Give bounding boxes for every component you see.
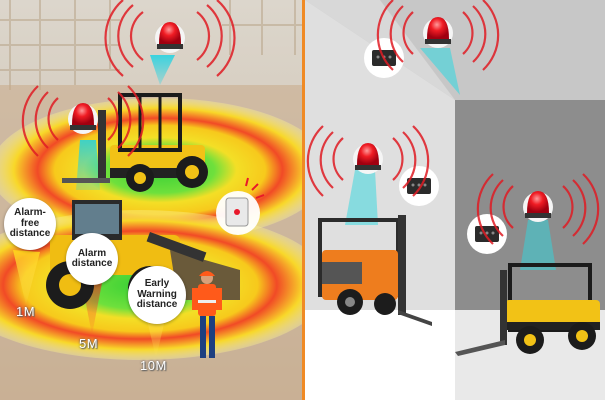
- forklift-orange: [318, 215, 432, 326]
- beacon-signal-left-forklift: [21, 85, 145, 157]
- beacon-signal-left-top: [104, 0, 236, 77]
- worker: [192, 271, 222, 358]
- alarm-device: [216, 177, 265, 235]
- beam-orange-forklift: [345, 170, 378, 225]
- distance-10m: 10M: [140, 358, 167, 373]
- alarm-distance-label: Alarm distance: [66, 233, 118, 285]
- ray-1m: [13, 250, 40, 305]
- panel-divider: [302, 0, 305, 400]
- early-warning-distance-label: Early Warning distance: [128, 266, 186, 324]
- distance-1m: 1M: [16, 304, 36, 319]
- beam-top-left: [150, 55, 175, 85]
- radar-device-2: [399, 166, 439, 206]
- forklift-yellow-upper: [62, 93, 208, 192]
- radar-device-3: [467, 214, 507, 254]
- beacon-signal-right-top: [376, 0, 500, 71]
- construction-site-panel: [0, 0, 330, 400]
- beacon-red-3: [423, 17, 453, 48]
- alarm-distance-text: Alarm distance: [71, 247, 113, 269]
- beacon-red-1: [155, 22, 185, 53]
- beam-right-forklift: [520, 220, 556, 270]
- alarm-free-distance-text: Alarm- free distance: [9, 207, 51, 240]
- beacon-signal-right-mid: [306, 125, 430, 197]
- scaffolding: [0, 0, 303, 90]
- warehouse-panel: [305, 0, 605, 400]
- alarm-free-distance-label: Alarm- free distance: [4, 198, 56, 250]
- beam-forklift-left: [76, 140, 100, 190]
- early-warning-distance-text: Early Warning distance: [136, 278, 178, 311]
- distance-5m: 5M: [79, 336, 99, 351]
- beacon-red-4: [353, 143, 383, 174]
- beacon-signal-right-low: [476, 173, 600, 245]
- beacon-red-5: [523, 191, 553, 222]
- beam-ceiling: [420, 48, 460, 95]
- beacon-red-2: [68, 103, 98, 134]
- forklift-yellow-right: [455, 263, 600, 356]
